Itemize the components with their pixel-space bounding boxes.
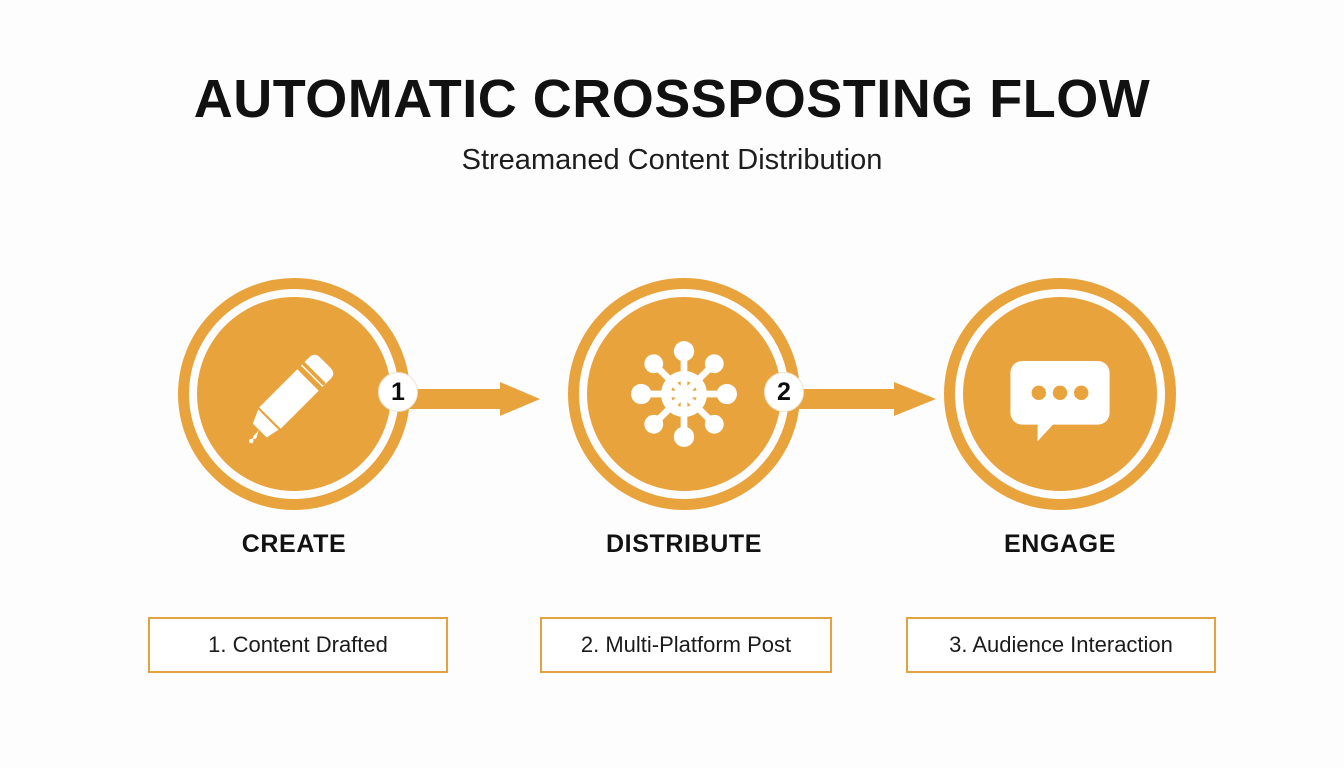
flow-node-distribute[interactable] — [568, 278, 800, 510]
step-badge-2: 2 — [764, 372, 804, 412]
arrow-right-icon — [404, 382, 540, 416]
network-hub-icon — [622, 332, 746, 456]
detail-boxes: 1. Content Drafted 2. Multi-Platform Pos… — [0, 617, 1344, 675]
node-disc — [963, 297, 1157, 491]
arrow-right-icon — [788, 382, 936, 416]
stage-labels: CREATE DISTRIBUTE ENGAGE — [0, 530, 1344, 574]
node-disc — [197, 297, 391, 491]
stage-label-distribute: DISTRIBUTE — [606, 530, 762, 558]
detail-box-distribute[interactable]: 2. Multi-Platform Post — [540, 617, 832, 673]
pen-icon — [236, 336, 352, 452]
stage-label-engage: ENGAGE — [1004, 530, 1116, 558]
node-disc — [587, 297, 781, 491]
detail-box-engage[interactable]: 3. Audience Interaction — [906, 617, 1216, 673]
chat-bubble-icon — [1001, 335, 1119, 453]
stage-label-create: CREATE — [241, 530, 347, 558]
step-badge-1: 1 — [378, 372, 418, 412]
page-title: AUTOMATIC CROSSPOSTING FLOW — [193, 69, 1151, 129]
header: AUTOMATIC CROSSPOSTING FLOW Streamaned C… — [0, 69, 1344, 178]
node-outer-ring — [944, 278, 1176, 510]
detail-box-create[interactable]: 1. Content Drafted — [148, 617, 448, 673]
flow-node-create[interactable] — [178, 278, 410, 510]
flow-node-engage[interactable] — [944, 278, 1176, 510]
flow-diagram: 1 — [0, 278, 1344, 518]
connector-arrow-2 — [788, 382, 936, 416]
connector-arrow-1 — [404, 382, 540, 416]
page-subtitle: Streamaned Content Distribution — [461, 144, 883, 177]
